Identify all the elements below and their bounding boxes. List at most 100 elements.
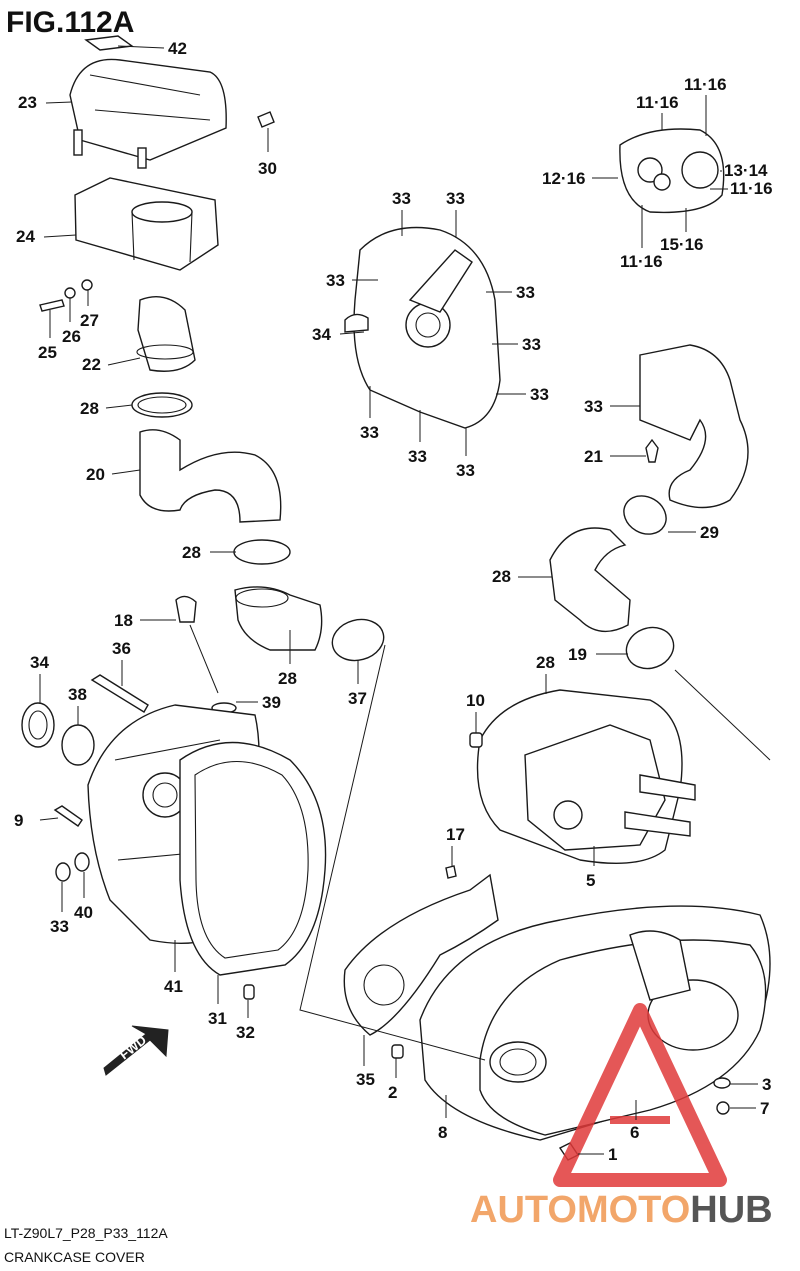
fwd-direction-badge: FWD xyxy=(103,1025,169,1076)
callout-label: 41 xyxy=(164,977,183,996)
part-33-bolt-left xyxy=(53,805,83,827)
callout-label: 28 xyxy=(182,543,201,562)
callout-label: 29 xyxy=(700,523,719,542)
watermark-text: AUTOMOTOHUB xyxy=(470,1189,773,1231)
callout-label: 31 xyxy=(208,1009,227,1028)
callout-label: 24 xyxy=(16,227,35,246)
part-34-bolt xyxy=(90,674,149,713)
part-22-intake-boot xyxy=(136,296,196,372)
callout-label: 11·16 xyxy=(684,75,727,94)
part-29-clip xyxy=(645,438,659,463)
figure-title: FIG.112A xyxy=(6,6,134,39)
callout-label: 18 xyxy=(114,611,133,630)
part-6-bolt xyxy=(716,1101,730,1115)
callout-leader xyxy=(107,357,141,366)
callout-leader xyxy=(43,234,77,238)
callout-label: 33 xyxy=(326,271,345,290)
callout-leader xyxy=(339,331,365,335)
callout-leader xyxy=(105,404,133,409)
part-19-hose xyxy=(549,527,631,633)
part-28-clamp-right-lower xyxy=(625,626,675,670)
part-11-16-cap-cover xyxy=(619,128,725,214)
callout-label: 27 xyxy=(80,311,99,330)
callout-label: 42 xyxy=(168,39,187,58)
part-40-41-washers xyxy=(55,852,90,882)
callout-label: 38 xyxy=(68,685,87,704)
callout-leader xyxy=(117,45,165,49)
part-21-outlet-duct xyxy=(639,344,749,509)
callout-label: 10 xyxy=(466,691,485,710)
callout-label: 28 xyxy=(492,567,511,586)
callout-label: 36 xyxy=(112,639,131,658)
part-18-elbow xyxy=(234,586,323,651)
part-38-seal xyxy=(21,702,55,748)
callout-label: 21 xyxy=(584,447,603,466)
part-17-dowel xyxy=(469,732,483,748)
part-7-grommet xyxy=(713,1077,731,1089)
figure-name: CRANKCASE COVER xyxy=(4,1249,145,1265)
callout-label: 30 xyxy=(258,159,277,178)
callout-label: 12·16 xyxy=(542,169,585,188)
part-35-dowel xyxy=(243,984,255,1000)
part-9-housing xyxy=(524,724,696,851)
part-28-clamp-upper xyxy=(131,392,193,418)
callout-label: 28 xyxy=(80,399,99,418)
callout-label: 1 xyxy=(608,1145,617,1164)
callout-label: 33 xyxy=(50,917,69,936)
callout-label: 23 xyxy=(18,93,37,112)
callout-label: 11·16 xyxy=(730,179,773,198)
callout-label: 33 xyxy=(446,189,465,208)
callout-leader xyxy=(39,817,59,821)
figure-code: LT-Z90L7_P28_P33_112A xyxy=(4,1225,168,1241)
callout-label: 8 xyxy=(438,1123,447,1142)
callout-label: 33 xyxy=(456,461,475,480)
callout-label: 11·16 xyxy=(636,93,679,112)
callout-label: 7 xyxy=(760,1099,769,1118)
callout-label: 33 xyxy=(522,335,541,354)
callout-label: 34 xyxy=(312,325,331,344)
part-23-air-cover xyxy=(69,58,227,169)
callout-label: 28 xyxy=(278,669,297,688)
callout-label: 33 xyxy=(530,385,549,404)
callout-label: 22 xyxy=(82,355,101,374)
watermark-logo xyxy=(553,1003,727,1187)
part-8-dowel xyxy=(391,1044,404,1059)
callout-label: 37 xyxy=(348,689,367,708)
callout-label: 20 xyxy=(86,465,105,484)
callout-label: 2 xyxy=(388,1083,397,1102)
callout-label: 13·14 xyxy=(724,161,768,180)
part-28-clamp-mid xyxy=(233,539,291,565)
callout-label: 6 xyxy=(630,1123,639,1142)
callout-label: 26 xyxy=(62,327,81,346)
part-crankcase-cover-upper xyxy=(344,226,501,429)
callout-label: 34 xyxy=(30,653,49,672)
callout-label: 32 xyxy=(236,1023,255,1042)
part-36-dipstick xyxy=(175,595,219,694)
callout-label: 33 xyxy=(360,423,379,442)
callout-label: 25 xyxy=(38,343,57,362)
part-24-air-box xyxy=(74,177,219,271)
part-28-clamp-lower xyxy=(331,618,385,662)
part-20-intake-duct xyxy=(139,429,282,523)
part-25-26-27-fasteners xyxy=(39,279,93,312)
callout-label: 39 xyxy=(262,693,281,712)
callout-label: 33 xyxy=(584,397,603,416)
callout-label: 40 xyxy=(74,903,93,922)
callout-label: 11·16 xyxy=(620,252,663,271)
part-30-screw xyxy=(257,111,275,128)
callout-label: 17 xyxy=(446,825,465,844)
part-32-gasket xyxy=(179,741,327,976)
callout-label: 5 xyxy=(586,871,595,890)
callout-label: 33 xyxy=(408,447,427,466)
part-39-o-ring xyxy=(61,724,95,766)
callout-label: 3 xyxy=(762,1075,771,1094)
callout-label: 28 xyxy=(536,653,555,672)
callout-label: 33 xyxy=(516,283,535,302)
callout-label: 15·16 xyxy=(660,235,703,254)
callout-leader xyxy=(111,469,141,475)
callout-label: 33 xyxy=(392,189,411,208)
part-28-clamp-right-upper xyxy=(623,495,667,535)
callout-label: 19 xyxy=(568,645,587,664)
